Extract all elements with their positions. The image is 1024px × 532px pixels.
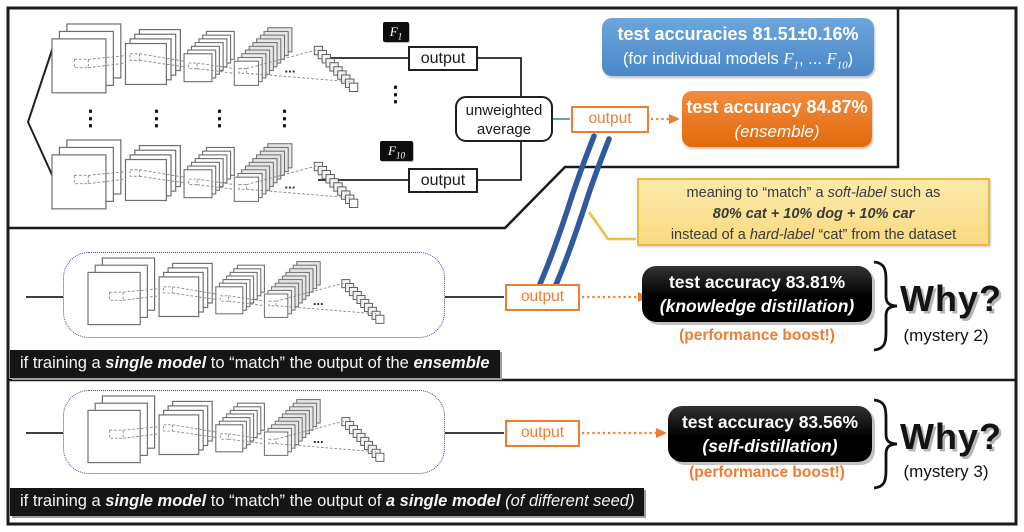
ensemble-output-box: output [571, 106, 649, 133]
f1-base: F [389, 24, 398, 39]
why-mystery3-label: Why? [900, 416, 1002, 457]
note-callout-line [587, 211, 636, 241]
ellipsis-column-4: ⋮ [274, 107, 295, 130]
match-marks-icon [537, 133, 612, 290]
brace-mystery2 [873, 260, 898, 352]
distillation-boost-label: (performance boost!) [679, 327, 835, 344]
f10-symbol: F10 [826, 49, 848, 72]
why-mystery2-label: Why? [900, 278, 1002, 319]
line2-post: ) [847, 50, 854, 68]
ensemble-accuracy-line1: test accuracy 84.87% [686, 97, 868, 117]
f10-sub: 10 [395, 150, 405, 161]
self-distillation-accuracy-line1: test accuracy 83.56% [681, 412, 859, 432]
note-line1: meaning to “match” a soft-label such as [686, 185, 941, 201]
model-f10-badge: F10 [380, 141, 413, 161]
individual-accuracy-line1: test accuracies 81.51±0.16% [617, 24, 859, 44]
figure-border [6, 6, 1018, 526]
distillation-output-box: output [505, 284, 580, 311]
f10-base: F [388, 143, 396, 158]
self-distillation-accuracy-line2: (self-distillation) [702, 436, 838, 456]
brace-mystery3 [873, 398, 898, 490]
self-distillation-caption: if training a single model to “match” th… [10, 488, 645, 516]
ellipsis-column-3: ⋮ [209, 107, 230, 130]
ensemble-input-branch [26, 46, 54, 178]
single-model-outline-distillation [63, 252, 445, 338]
ensemble-accuracy-line2: (ensemble) [734, 122, 820, 141]
unweighted-average-box: unweighted average [455, 96, 553, 142]
line2-pre: (for individual models [622, 50, 784, 68]
ellipsis-column-1: ⋮ [80, 107, 101, 130]
ellipsis-outputs: ⋮ [385, 83, 406, 106]
self-distillation-accuracy-box: test accuracy 83.56% (self-distillation) [668, 406, 872, 462]
mystery3-label: (mystery 3) [903, 462, 989, 481]
soft-label-note: meaning to “match” a soft-label such as … [637, 178, 990, 246]
distillation-accuracy-line1: test accuracy 83.81% [668, 272, 846, 292]
single-model-outline-self-distillation [63, 390, 445, 474]
output-box-f1: output [408, 46, 478, 71]
line2-sep: , ... [798, 50, 827, 68]
distillation-accuracy-line2: (knowledge distillation) [659, 296, 855, 316]
individual-accuracy-line2: (for individual models F1, ... F10) [602, 47, 874, 77]
f1-sub: 1 [397, 31, 403, 42]
average-line1: unweighted [465, 102, 543, 119]
self-distillation-output-box: output [505, 420, 580, 447]
mystery2-label: (mystery 2) [903, 326, 989, 345]
f1-symbol: F1 [783, 49, 799, 72]
average-line2: average [476, 121, 532, 138]
distillation-caption: if training a single model to “match” th… [10, 350, 500, 378]
individual-accuracy-box: test accuracies 81.51±0.16% (for individ… [602, 18, 874, 76]
self-distillation-boost-label: (performance boost!) [689, 464, 845, 481]
ensemble-accuracy-box: test accuracy 84.87% (ensemble) [682, 91, 872, 147]
dotted-arrows [582, 117, 670, 435]
ensemble-model-1 [51, 23, 359, 94]
output-box-f10: output [408, 168, 478, 193]
note-line2: 80% cat + 10% dog + 10% car [712, 206, 915, 222]
ensemble-model-10 [51, 139, 359, 210]
ensemble-section-boundary [8, 8, 900, 230]
model-f1-badge: F1 [383, 22, 409, 42]
note-line3: instead of a hard-label “cat” from the d… [670, 227, 957, 243]
distillation-accuracy-box: test accuracy 83.81% (knowledge distilla… [642, 266, 872, 322]
ellipsis-column-2: ⋮ [146, 107, 167, 130]
